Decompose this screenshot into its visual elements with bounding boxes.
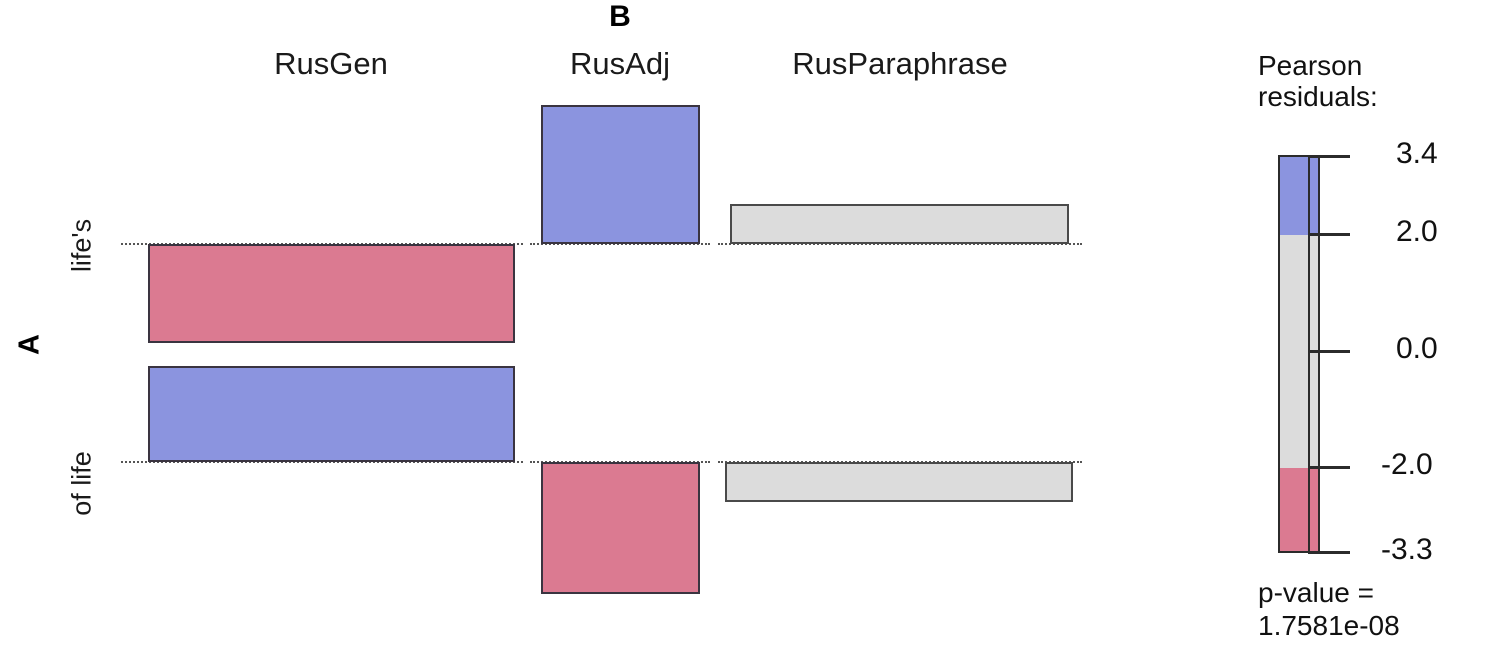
legend-title-line2: residuals:	[1258, 81, 1378, 112]
baseline-row2-rusgen	[121, 461, 523, 463]
legend-band-negative	[1280, 468, 1318, 551]
legend-tick-label-0-0: 0.0	[1396, 332, 1438, 365]
tile-of-life-rusparaphrase	[725, 462, 1073, 502]
column-label-rusgen: RusGen	[274, 46, 388, 81]
legend-tick-label-neg-2-0: -2.0	[1381, 448, 1433, 481]
legend-band-positive	[1280, 157, 1318, 235]
legend-title-line1: Pearson	[1258, 50, 1363, 81]
legend-tick-label-neg-3-3: -3.3	[1381, 533, 1433, 566]
tile-lifes-rusadj	[541, 105, 700, 244]
legend-tick-mark-neg-2-0	[1308, 466, 1350, 469]
top-axis-title: B	[609, 0, 631, 33]
tile-of-life-rusgen	[148, 366, 515, 462]
row-label-of-life: of life	[66, 451, 97, 516]
legend-tick-label-3-4: 3.4	[1396, 137, 1438, 170]
legend-inner-rule	[1308, 156, 1310, 552]
legend-tick-label-2-0: 2.0	[1396, 215, 1438, 248]
tile-lifes-rusgen	[148, 244, 515, 343]
left-axis-title: A	[13, 334, 46, 355]
row-label-lifes: life's	[66, 218, 97, 273]
tile-lifes-rusparaphrase	[730, 204, 1069, 244]
p-value-value: 1.7581e-08	[1258, 610, 1400, 641]
legend-tick-mark-neg-3-3	[1308, 551, 1350, 554]
column-label-rusadj: RusAdj	[570, 46, 670, 81]
column-label-rusparaphrase: RusParaphrase	[792, 46, 1008, 81]
legend-color-bar	[1278, 155, 1320, 553]
legend-tick-mark-3-4	[1308, 155, 1350, 158]
legend-tick-mark-0-0	[1308, 350, 1350, 353]
tile-of-life-rusadj	[541, 462, 700, 594]
baseline-row1-rusparaphrase	[718, 243, 1082, 245]
legend-tick-mark-2-0	[1308, 233, 1350, 236]
p-value-label: p-value =	[1258, 577, 1374, 608]
baseline-row1-rusadj	[530, 243, 710, 245]
